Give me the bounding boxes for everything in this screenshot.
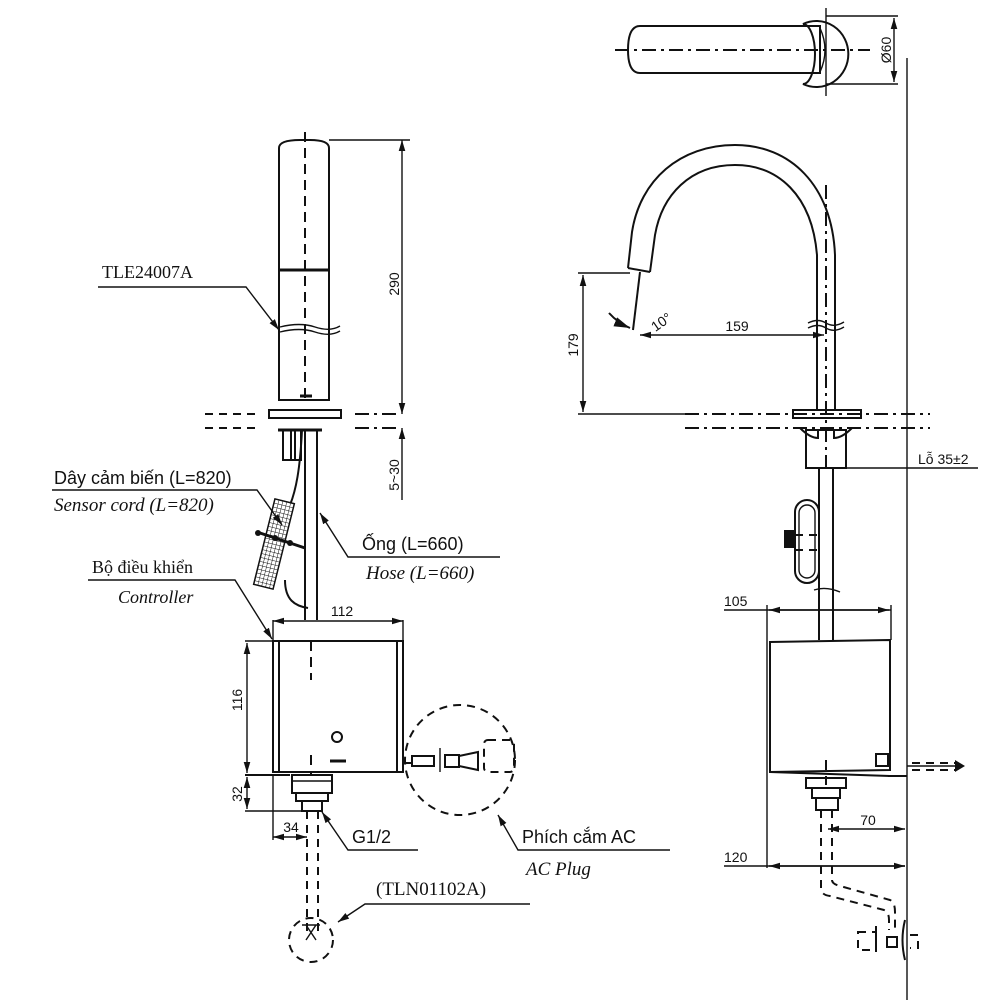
side-base <box>685 409 930 640</box>
ac-plug-vi-label: Phích cắm AC <box>522 826 636 847</box>
dim-spout-reach: 159 10° <box>640 309 824 339</box>
sensor-cord-en-label: Sensor cord (L=820) <box>54 495 214 516</box>
dim-controller-depth: 105 <box>724 593 892 642</box>
side-view: 179 159 10° Lỗ 35±2 105 70 <box>565 58 978 1000</box>
side-sensor-cord <box>784 499 841 593</box>
dim-hole: Lỗ 35±2 <box>846 451 978 469</box>
dim-179-text: 179 <box>565 333 581 357</box>
hose-en-label: Hose (L=660) <box>365 563 474 584</box>
faucet-model-label: TLE24007A <box>102 262 193 282</box>
dim-5-30-text: 5~30 <box>386 459 402 491</box>
controller-vi-label: Bộ điều khiển <box>92 557 193 577</box>
dim-32-text: 32 <box>229 786 245 802</box>
callout-hose: Ống (L=660) Hose (L=660) <box>319 512 500 584</box>
dim-70-text: 70 <box>860 812 876 828</box>
callout-ac-plug: Phích cắm AC AC Plug <box>497 814 670 880</box>
outlet-fitting <box>288 774 334 963</box>
shank <box>278 428 322 620</box>
dim-159-text: 159 <box>725 318 749 334</box>
dim-wall-offset-total: 120 <box>724 772 905 870</box>
front-view: 290 5~30 112 116 32 <box>52 132 670 963</box>
callout-sensor-cord: Dây cảm biến (L=820) Sensor cord (L=820) <box>52 468 283 526</box>
dim-105-text: 105 <box>724 593 748 609</box>
ac-plug-detail <box>403 704 516 816</box>
hose-vi-label: Ống (L=660) <box>362 533 464 554</box>
faucet-body <box>268 132 342 419</box>
dim-112-text: 112 <box>331 603 354 619</box>
callout-faucet-model: TLE24007A <box>98 262 280 331</box>
dim-wall-offset-outlet: 70 <box>828 812 905 833</box>
dim-angle-text: 10° <box>648 309 675 334</box>
dim-120-text: 120 <box>724 849 748 865</box>
dim-controller-height: 116 <box>229 640 273 776</box>
dim-controller-width: 112 <box>272 603 404 641</box>
deck-lines <box>205 413 400 429</box>
controller-en-label: Controller <box>118 587 194 607</box>
dim-diameter-text: Ø60 <box>878 37 894 64</box>
dim-116-text: 116 <box>229 689 245 712</box>
sensor-cord <box>252 497 309 609</box>
ac-plug-en-label: AC Plug <box>524 859 591 880</box>
hole-label: Lỗ 35±2 <box>918 451 969 467</box>
dim-290-text: 290 <box>386 272 402 296</box>
dim-spout-height: 179 <box>565 272 685 415</box>
dim-34-text: 34 <box>283 819 299 835</box>
top-view: Ø60 <box>615 8 898 96</box>
controller-box <box>245 640 404 776</box>
dim-outlet-offset: 34 <box>272 775 307 841</box>
sensor-cord-vi-label: Dây cảm biến (L=820) <box>54 468 232 488</box>
valve-model-label: (TLN01102A) <box>376 879 486 900</box>
dim-deck-thickness: 5~30 <box>386 428 406 500</box>
callout-valve-model: (TLN01102A) <box>337 879 530 923</box>
thread-label: G1/2 <box>352 827 391 847</box>
side-controller <box>766 638 965 961</box>
callout-controller: Bộ điều khiển Controller <box>88 557 273 640</box>
callout-thread: G1/2 <box>321 811 418 851</box>
dim-faucet-height: 290 <box>329 139 410 414</box>
spout <box>608 143 845 470</box>
